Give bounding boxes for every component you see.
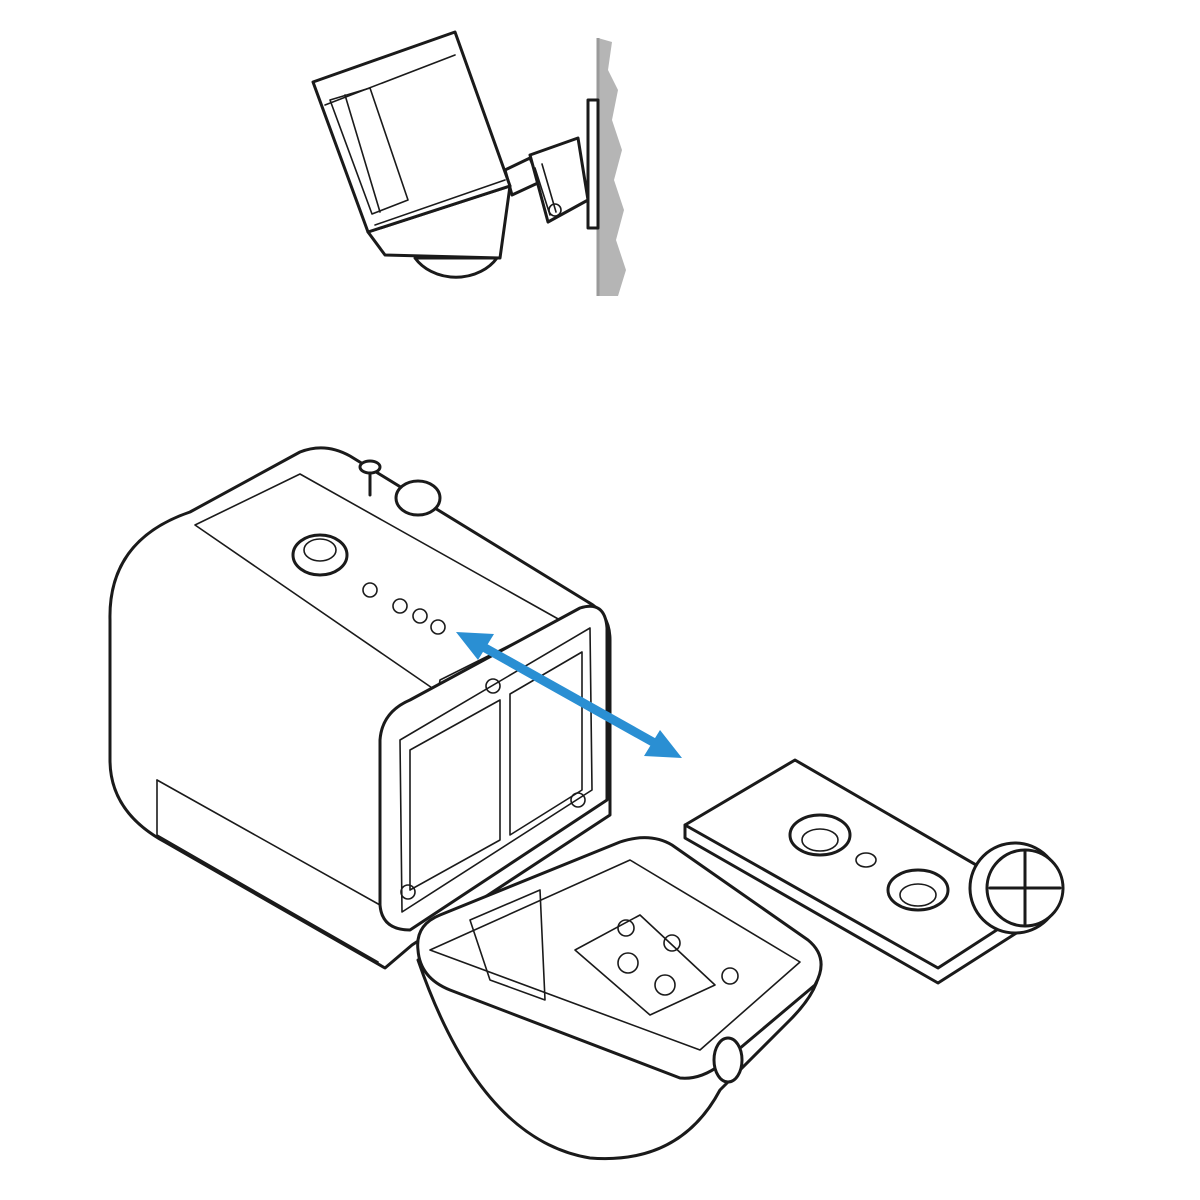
camera-base-removal: [108, 446, 1065, 1161]
screw-icon: [358, 459, 382, 497]
wall-mounted-camera: [311, 30, 626, 296]
thumbscrew-icon: [968, 841, 1065, 935]
mounting-plate-icon: [683, 758, 1042, 985]
mount-bracket-icon: [503, 98, 600, 230]
thumbscrew-icon: [394, 479, 442, 517]
wall-icon: [596, 38, 626, 296]
base-icon: [416, 836, 823, 1161]
double-arrow-icon: [456, 632, 682, 758]
screw-icon: [548, 203, 562, 217]
camera-icon: [311, 30, 512, 279]
